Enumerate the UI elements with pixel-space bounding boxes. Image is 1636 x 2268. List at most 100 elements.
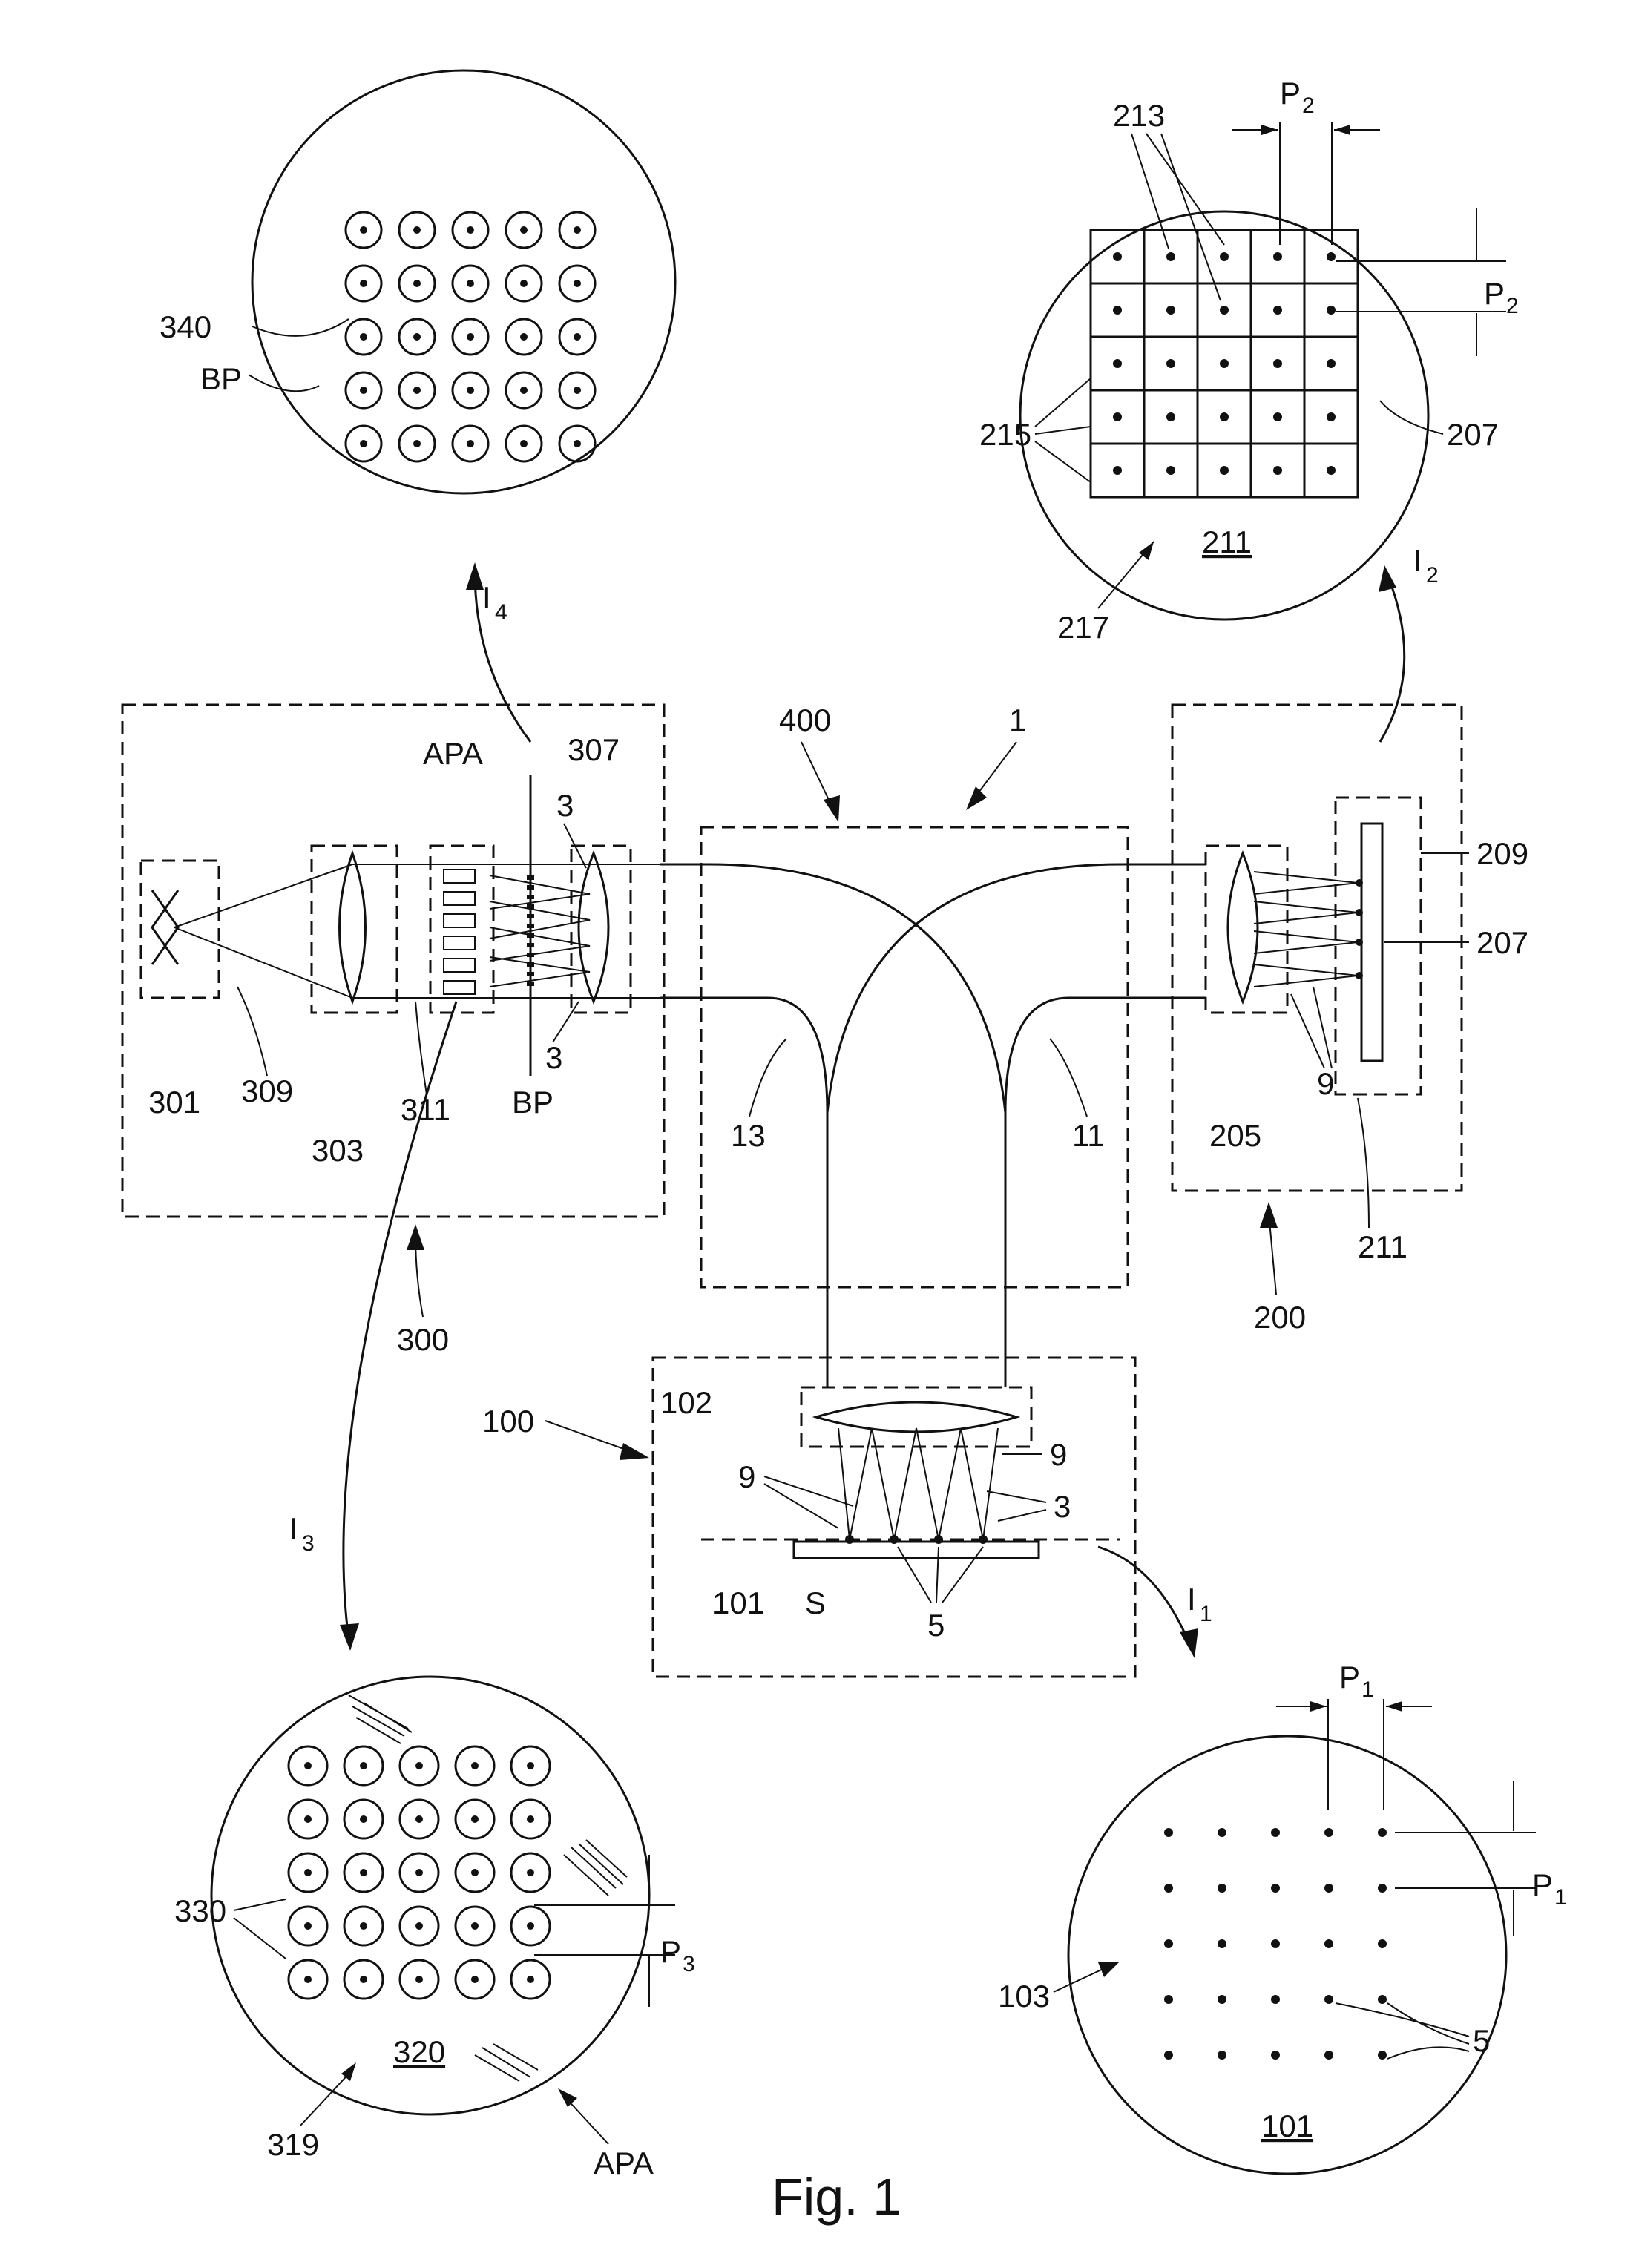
bp-center-dot	[520, 387, 528, 394]
p1-arrowhead-left	[1310, 1701, 1327, 1712]
label-s: S	[805, 1585, 826, 1620]
label-i1-sub: 1	[1200, 1602, 1212, 1626]
aperture-center-dot	[304, 1815, 312, 1823]
leader-207-circle	[1380, 401, 1443, 434]
leader-11	[1050, 1039, 1087, 1117]
sample-spot	[1164, 1828, 1173, 1837]
aperture-center-dot	[527, 1762, 534, 1769]
bp-center-dot	[467, 333, 474, 341]
leader-3-sample	[987, 1491, 1046, 1521]
label-apa-circle: APA	[594, 2146, 654, 2180]
label-p1-side: P	[1532, 1867, 1553, 1902]
label-i4-sub: 4	[495, 600, 507, 625]
label-213: 213	[1113, 98, 1165, 133]
detector-cell-dot	[1166, 359, 1175, 368]
aperture-array-elements	[444, 870, 534, 994]
sample-spot	[1218, 1828, 1226, 1837]
aperture-center-dot	[527, 1815, 534, 1823]
aperture-center-dot	[360, 1976, 367, 1983]
arrowhead-200	[1260, 1202, 1278, 1228]
sample-spot	[1164, 1995, 1173, 2004]
sample-spot	[1271, 1884, 1280, 1893]
detector-cell-dot	[1113, 412, 1122, 421]
label-102: 102	[660, 1385, 712, 1420]
sample-spot	[1218, 2051, 1226, 2060]
label-100: 100	[482, 1404, 534, 1439]
aperture-element	[444, 959, 475, 972]
detector-cell-dot	[1220, 466, 1229, 475]
arrowhead-300	[407, 1224, 424, 1250]
leader-9-detector	[1291, 987, 1332, 1068]
label-303: 303	[312, 1133, 364, 1168]
bp-center-dot	[467, 280, 474, 287]
arrowhead-100	[620, 1443, 649, 1460]
sample-spot	[1378, 1884, 1387, 1893]
detector-cell-dot	[1273, 306, 1282, 315]
sample-spot	[1378, 2051, 1387, 2060]
bp-center-dot	[413, 280, 421, 287]
arrowhead-i4	[466, 562, 484, 590]
lens-102-icon	[816, 1402, 1016, 1432]
detector-cell-dot	[1327, 306, 1336, 315]
detector-cell-dot	[1273, 359, 1282, 368]
box-400	[701, 827, 1128, 1287]
aperture-center-dot	[527, 1976, 534, 1983]
detector-cell-dot	[1273, 412, 1282, 421]
sample-spot	[1378, 1828, 1387, 1837]
arrowhead-i1	[1180, 1628, 1198, 1658]
arrowhead-400	[824, 795, 840, 822]
label-217: 217	[1057, 610, 1109, 645]
arrowhead-1	[966, 786, 987, 810]
leader-309	[237, 987, 267, 1076]
label-9-detector: 9	[1317, 1066, 1334, 1101]
sample-spot	[1324, 1828, 1333, 1837]
detail-circle-sample-plane: P 1 P 1 103 5 101	[998, 1660, 1567, 2174]
p1-arrowhead-right	[1386, 1701, 1402, 1712]
detector-cell-dot	[1166, 306, 1175, 315]
bp-center-dot	[360, 333, 367, 341]
bp-center-dot	[574, 387, 581, 394]
sample-spot	[1324, 2051, 1333, 2060]
label-apa-unit: APA	[423, 736, 483, 771]
label-bp-circle: BP	[200, 361, 242, 396]
bp-center-dot	[520, 440, 528, 447]
aperture-center-dot	[360, 1869, 367, 1876]
aperture-center-dot	[471, 1815, 479, 1823]
bp-center-dot	[520, 226, 528, 234]
bp-center-dot	[360, 280, 367, 287]
aperture-element	[444, 870, 475, 883]
bp-center-dot	[574, 440, 581, 447]
label-5-circle: 5	[1473, 2023, 1490, 2058]
detector-cell-dot	[1113, 359, 1122, 368]
aperture-center-dot	[471, 1922, 479, 1930]
label-3-bottom: 3	[545, 1040, 562, 1075]
label-1: 1	[1009, 703, 1026, 737]
detector-cell-dot	[1113, 306, 1122, 315]
aperture-center-dot	[360, 1762, 367, 1769]
detector-cell-dot	[1166, 466, 1175, 475]
sample-spot	[1218, 1939, 1226, 1948]
sample-s	[794, 1542, 1039, 1558]
aperture-center-dot	[415, 1815, 423, 1823]
bp-center-dot	[467, 387, 474, 394]
bp-center-dot	[467, 440, 474, 447]
leader-211-unit	[1358, 1098, 1369, 1228]
p2-arrowhead-left	[1261, 125, 1278, 135]
label-13: 13	[731, 1118, 766, 1153]
sample-spot	[1271, 1828, 1280, 1837]
leader-5-circle	[1336, 2003, 1469, 2059]
aperture-center-dot	[415, 1976, 423, 1983]
detector-cell-dot	[1113, 252, 1122, 261]
detector-cell-dot	[1113, 466, 1122, 475]
label-p3-sub: 3	[683, 1952, 695, 1976]
bp-center-dot	[520, 280, 528, 287]
label-i3-sub: 3	[302, 1531, 315, 1556]
aperture-element	[444, 892, 475, 905]
aperture-center-dot	[304, 1976, 312, 1983]
aperture-center-dot	[415, 1922, 423, 1930]
detector-cell-dot	[1166, 412, 1175, 421]
aperture-element	[444, 981, 475, 994]
aperture-center-dot	[471, 1762, 479, 1769]
sample-spot	[1164, 1884, 1173, 1893]
arrowhead-apa-circle	[558, 2088, 577, 2107]
